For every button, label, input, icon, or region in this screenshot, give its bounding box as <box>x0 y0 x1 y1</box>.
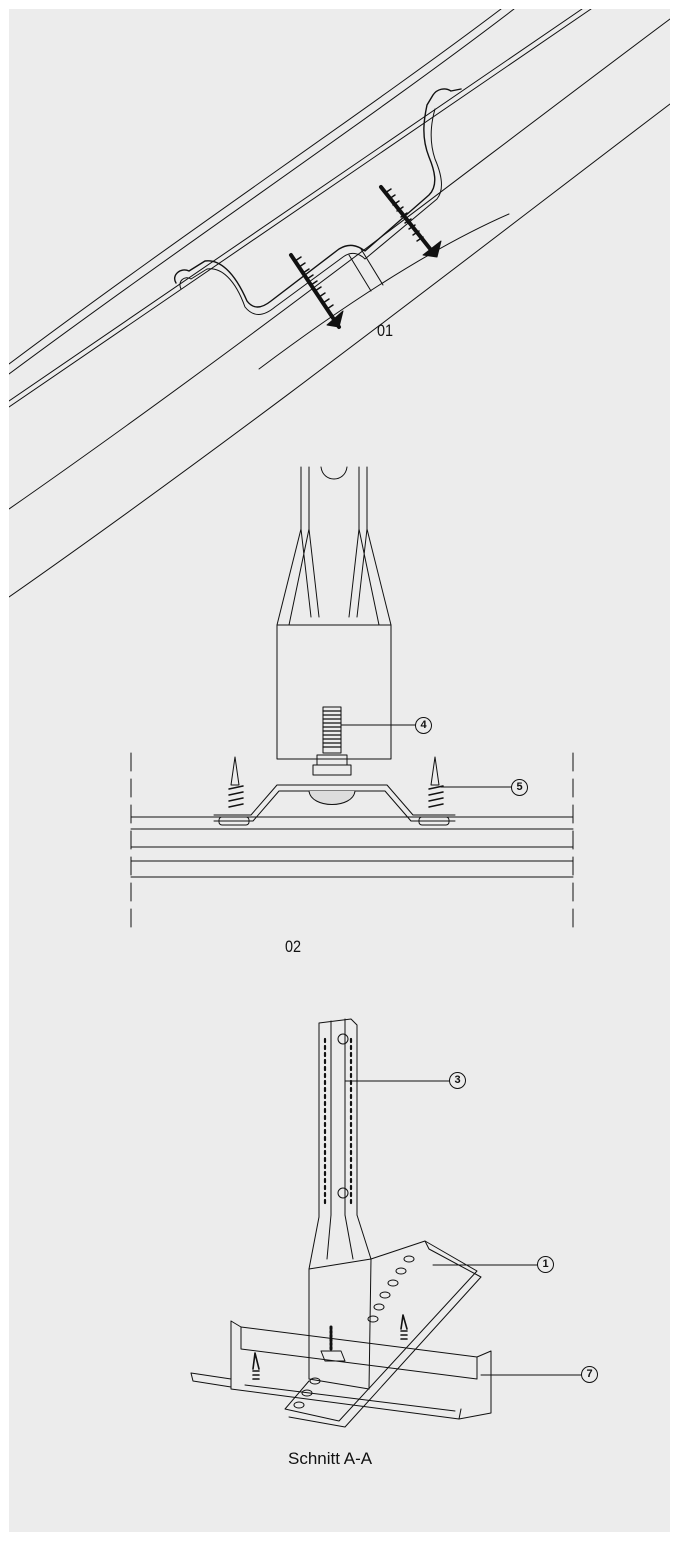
rail-profile <box>130 816 574 878</box>
roof-layer-line <box>9 9 515 375</box>
bracket-base-block <box>276 624 392 760</box>
threaded-bolt <box>312 706 352 776</box>
post-hole <box>337 1187 349 1199</box>
callout-3: 3 <box>449 1072 466 1089</box>
section-caption: Schnitt A-A <box>288 1449 373 1468</box>
screw <box>252 1352 260 1380</box>
figure-01-drawing <box>9 9 670 598</box>
figure-02-drawing <box>130 466 574 930</box>
top-hat-rail <box>190 1320 492 1420</box>
washer <box>308 790 356 805</box>
screw <box>400 1314 408 1340</box>
post-hole <box>337 1033 349 1045</box>
perforated-plate-edge <box>288 1240 482 1428</box>
roof-hook <box>174 88 462 308</box>
post-outline <box>318 1018 358 1218</box>
post-flare <box>308 1214 372 1270</box>
callout-5: 5 <box>511 779 528 796</box>
plate-holes <box>293 1255 415 1409</box>
hook-web <box>348 248 384 292</box>
base-plate <box>213 784 456 816</box>
roof-layer-line <box>9 9 592 408</box>
post-rail <box>300 466 368 530</box>
figure-label: 01 <box>377 321 394 340</box>
callout-4: 4 <box>415 717 432 734</box>
wood-screw-left <box>289 253 344 329</box>
technical-drawing <box>9 9 670 1428</box>
post-slot <box>320 466 348 480</box>
top-hat-rail-fold <box>240 1326 478 1412</box>
roof-layer-line <box>9 9 502 365</box>
perforated-plate <box>284 1240 478 1422</box>
figure-label: 02 <box>285 937 302 956</box>
post-taper <box>348 528 392 626</box>
drawing-sheet: 01 02 Schnitt A-A 4 5 3 1 7 <box>9 9 670 1532</box>
post-perforation <box>323 1037 353 1207</box>
callout-1: 1 <box>537 1256 554 1273</box>
stud-nut <box>320 1350 346 1362</box>
rafter-grain-line <box>258 213 510 370</box>
post-taper <box>276 528 320 626</box>
bracket-body <box>308 1258 372 1390</box>
section-aa-drawing <box>190 1018 582 1428</box>
callout-7: 7 <box>581 1366 598 1383</box>
wood-screw-right <box>379 185 442 258</box>
self-tapping-screw-left <box>218 756 250 826</box>
rafter-bottom-edge <box>9 103 670 598</box>
rafter-top-edge <box>9 18 670 510</box>
